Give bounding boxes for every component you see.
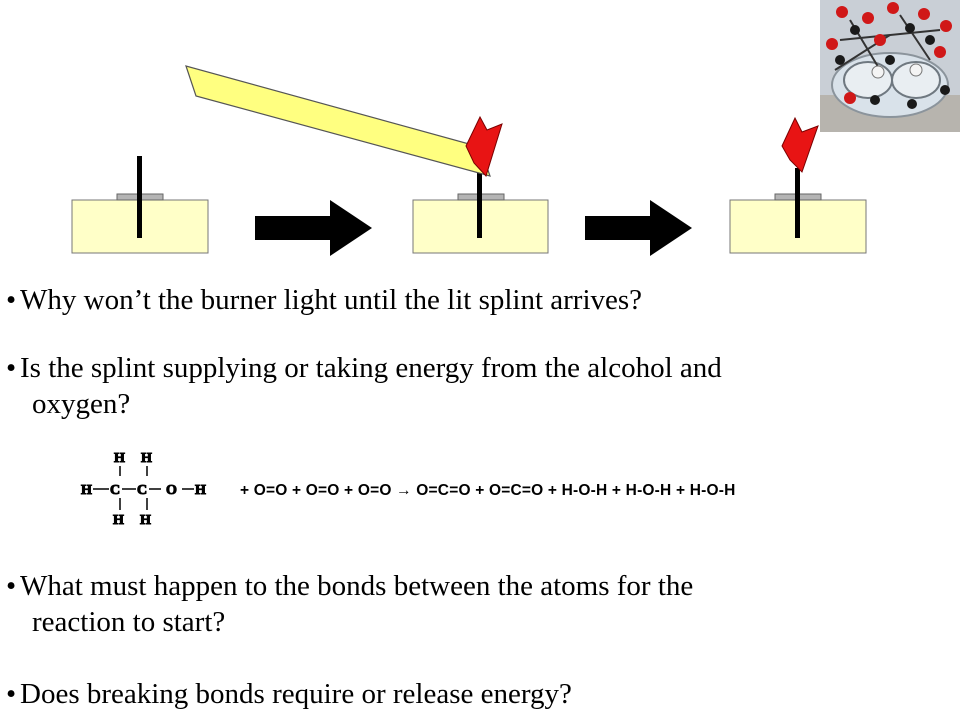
combustion-equation: + O=O + O=O + O=O → O=C=O + O=C=O + H-O-… [240, 482, 736, 499]
question-text-continued: reaction to start? [32, 606, 226, 638]
atom-h: H [141, 451, 152, 466]
bullet-marker: • [6, 284, 17, 316]
bullet-marker: • [6, 352, 17, 384]
question-text: What must happen to the bonds between th… [20, 570, 694, 602]
atom-c: C [137, 483, 147, 498]
question-text: Does breaking bonds require or release e… [20, 678, 572, 710]
burner-unlit [71, 156, 209, 254]
arrow-right-icon [255, 200, 372, 256]
bullet-marker: • [6, 678, 17, 710]
question-text: Is the splint supplying or taking energy… [20, 352, 722, 384]
question-text-continued: oxygen? [32, 388, 131, 420]
question-burner-light: •Why won’t the burner light until the li… [6, 282, 642, 318]
atom-h: H [81, 483, 92, 498]
burner-being-lit [412, 172, 549, 254]
flame-icon [465, 115, 503, 177]
atom-h: H [140, 513, 151, 528]
ethanol-structure: H H H C C O H H H [81, 451, 207, 529]
question-bonds-start: •What must happen to the bonds between t… [6, 568, 693, 640]
question-breaking-bonds: •Does breaking bonds require or release … [6, 676, 572, 712]
lit-splint-icon [185, 65, 491, 177]
arrow-right-icon [585, 200, 692, 256]
question-splint-energy: •Is the splint supplying or taking energ… [6, 350, 722, 422]
atom-h: H [195, 483, 206, 498]
burner-lit [729, 168, 867, 254]
atom-h: H [114, 451, 125, 466]
atom-h: H [113, 513, 124, 528]
question-text: Why won’t the burner light until the lit… [20, 284, 643, 316]
atom-c: C [110, 483, 120, 498]
molecule-photo [820, 0, 960, 132]
bullet-marker: • [6, 570, 17, 602]
flame-icon [781, 116, 819, 173]
atom-o: O [166, 483, 177, 498]
